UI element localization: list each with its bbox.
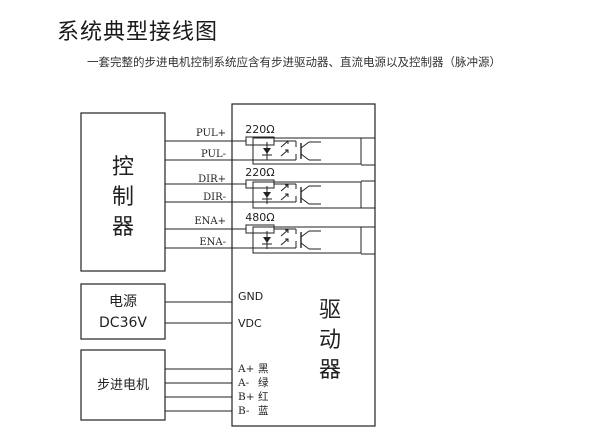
label-dir-neg: DIR- xyxy=(203,192,226,203)
vdc-label: VDC xyxy=(238,317,262,330)
motor-wires xyxy=(165,368,232,412)
driver-box xyxy=(231,103,376,427)
motor-terminal-b-neg: B- xyxy=(238,405,250,417)
controller-label-3: 器 xyxy=(112,215,134,240)
resistor-ena xyxy=(245,224,275,234)
page-title: 系统典型接线图 xyxy=(57,20,219,45)
signal-wires xyxy=(165,137,375,255)
motor-color-black: 黑 xyxy=(258,363,269,375)
page-subtitle: 一套完整的步进电机控制系统应含有步进驱动器、直流电源以及控制器（脉冲源） xyxy=(87,55,501,69)
controller-box xyxy=(80,112,166,272)
label-dir-pos: DIR+ xyxy=(198,174,226,185)
driver-label-1: 驱 xyxy=(319,298,341,323)
gnd-label: GND xyxy=(238,290,263,303)
label-ena-neg: ENA- xyxy=(199,237,226,248)
driver-label-2: 动 xyxy=(319,328,341,353)
power-label: 电源 xyxy=(109,294,137,310)
label-pul-pos: PUL+ xyxy=(196,128,226,139)
motor-color-blue: 蓝 xyxy=(258,405,269,417)
resistor-pul-label: 220Ω xyxy=(245,123,274,136)
motor-box xyxy=(80,349,166,421)
resistor-dir-label: 220Ω xyxy=(245,166,274,179)
motor-terminal-a-neg: A- xyxy=(237,377,250,389)
power-box xyxy=(80,283,166,340)
label-ena-pos: ENA+ xyxy=(194,216,226,227)
resistor-dir xyxy=(245,179,275,189)
motor-label: 步进电机 xyxy=(97,378,149,393)
motor-color-green: 绿 xyxy=(258,376,269,389)
controller-label-1: 控 xyxy=(112,155,134,180)
resistor-ena-label: 480Ω xyxy=(245,211,274,224)
controller-label-2: 制 xyxy=(112,185,134,210)
motor-color-red: 红 xyxy=(258,390,269,403)
label-pul-neg: PUL- xyxy=(201,149,226,160)
power-voltage: DC36V xyxy=(99,315,147,331)
driver-label-3: 器 xyxy=(319,358,341,383)
resistor-pul xyxy=(245,136,275,146)
motor-terminal-b-pos: B+ xyxy=(238,391,255,403)
motor-terminal-a-pos: A+ xyxy=(237,363,254,375)
